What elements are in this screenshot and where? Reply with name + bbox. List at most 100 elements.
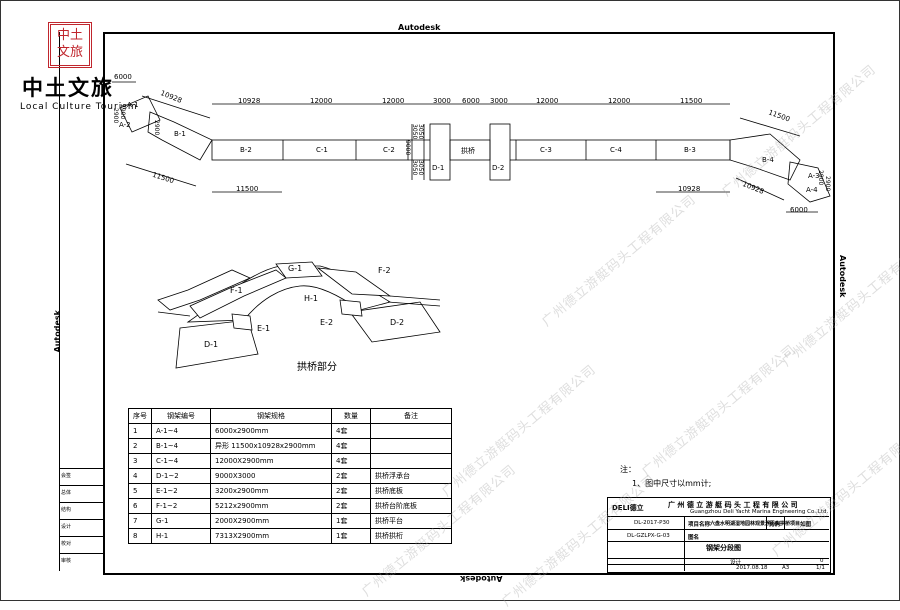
logo-subtitle: Local Culture Tourism bbox=[20, 102, 138, 112]
rev: 0 bbox=[820, 558, 824, 564]
side-row: 校对 bbox=[59, 536, 103, 554]
arch-label-f1: F-1 bbox=[230, 286, 243, 295]
dim-side-1: 2900 bbox=[119, 104, 126, 120]
table-cell bbox=[370, 423, 452, 439]
dim-side-2: 2900 bbox=[153, 120, 160, 136]
scale-value: 如图 bbox=[800, 522, 812, 528]
company-en: Guangzhou Deli Yacht Marina Engineering … bbox=[690, 509, 829, 515]
seg-c1: C-1 bbox=[316, 146, 328, 154]
dim-side-6: 3050 bbox=[411, 160, 418, 176]
dim-bottom-4: 6000 bbox=[790, 206, 808, 214]
arch-label-e2: E-2 bbox=[320, 318, 334, 327]
table-cell: 2套 bbox=[331, 483, 371, 499]
table-header: 钢架编号 bbox=[151, 408, 211, 424]
plan-shape-b1 bbox=[147, 111, 213, 161]
design-label: 设计 bbox=[730, 560, 742, 566]
side-label: 设计 bbox=[61, 524, 72, 530]
title-block-grid bbox=[607, 516, 829, 517]
dim-top-9: 12000 bbox=[608, 97, 631, 105]
table-cell: D-1~2 bbox=[151, 468, 211, 484]
seg-b1: B-1 bbox=[174, 130, 186, 138]
table-cell: B-1~4 bbox=[151, 438, 211, 454]
plan-walkway-left bbox=[211, 139, 409, 161]
dim-side-9: 2900 bbox=[824, 176, 831, 192]
seg-d1: D-1 bbox=[432, 164, 445, 172]
table-cell: 5212x2900mm bbox=[210, 498, 332, 514]
table-cell: E-1~2 bbox=[151, 483, 211, 499]
dim-top-6: 6000 bbox=[462, 97, 480, 105]
table-cell: 4套 bbox=[331, 453, 371, 469]
dim-bottom-2: 10928 bbox=[678, 185, 701, 193]
table-cell: A-1~4 bbox=[151, 423, 211, 439]
dim-top-2: 10928 bbox=[238, 97, 261, 105]
dim-side-5: 9000 bbox=[404, 140, 411, 156]
table-cell: 3200x2900mm bbox=[210, 483, 332, 499]
table-cell: 6 bbox=[128, 498, 152, 514]
dim-bottom-1: 11500 bbox=[236, 185, 259, 193]
arch-label-d2: D-2 bbox=[390, 318, 405, 327]
table-cell: 8 bbox=[128, 528, 152, 544]
logo-seal: 中土文旅 bbox=[48, 22, 92, 68]
table-cell: 1 bbox=[128, 423, 152, 439]
seg-d2: D-2 bbox=[492, 164, 505, 172]
table-cell: 2套 bbox=[331, 498, 371, 514]
arch-label-f2: F-2 bbox=[378, 266, 391, 275]
size: A3 bbox=[782, 565, 790, 571]
table-cell: G-1 bbox=[151, 513, 211, 529]
seg-a2: A-2 bbox=[119, 121, 131, 129]
frame-top-label: Autodesk bbox=[398, 23, 441, 32]
dim-top-4: 12000 bbox=[382, 97, 405, 105]
seg-b3: B-3 bbox=[684, 146, 696, 154]
arch-e2 bbox=[339, 299, 363, 317]
project-name: 六盘水明湖湿地园林观景浮码头拱桥项目 bbox=[710, 521, 801, 527]
dim-top-8: 12000 bbox=[536, 97, 559, 105]
side-label: 审核 bbox=[61, 558, 72, 564]
seg-arch: 拱桥 bbox=[461, 147, 475, 155]
date: 2017.08.18 bbox=[736, 565, 768, 571]
side-label: 会签 bbox=[61, 473, 72, 479]
table-cell: 拱桥拱桁 bbox=[370, 528, 452, 544]
dim-side-0: 2900 bbox=[112, 108, 119, 124]
side-row: 会签 bbox=[59, 468, 103, 486]
brand-logo: DELI德立 bbox=[612, 504, 644, 512]
side-row: 审核 bbox=[59, 553, 103, 571]
dim-top-5: 3000 bbox=[433, 97, 451, 105]
table-cell: 12000X2900mm bbox=[210, 453, 332, 469]
arch-label-h1: H-1 bbox=[304, 294, 318, 303]
seg-b4: B-4 bbox=[762, 156, 774, 164]
seg-a4: A-4 bbox=[806, 186, 818, 194]
seg-a3: A-3 bbox=[808, 172, 820, 180]
drawing-frame bbox=[103, 32, 835, 575]
seg-c3: C-3 bbox=[540, 146, 552, 154]
table-header-row: 序号 钢架编号 钢架规格 数量 备注 bbox=[128, 408, 452, 424]
title-block bbox=[607, 497, 831, 573]
table-cell: 3 bbox=[128, 453, 152, 469]
table-cell: 6000x2900mm bbox=[210, 423, 332, 439]
table-cell: 拱桥浮承台 bbox=[370, 468, 452, 484]
project-label: 项目名称 bbox=[688, 522, 711, 528]
table-header: 钢架规格 bbox=[210, 408, 332, 424]
table-cell: 拱桥底板 bbox=[370, 483, 452, 499]
dim-side-7: 3050 bbox=[417, 160, 424, 176]
dim-side-3: 3050 bbox=[411, 124, 418, 140]
arch-d1-pontoon bbox=[175, 319, 259, 369]
table-cell: H-1 bbox=[151, 528, 211, 544]
seg-b2: B-2 bbox=[240, 146, 252, 154]
plan-pontoon-d2 bbox=[489, 123, 511, 181]
notes-item: 1、图中尺寸以mm计; bbox=[632, 479, 712, 488]
table-cell: C-1~4 bbox=[151, 453, 211, 469]
table-cell: 拱桥平台 bbox=[370, 513, 452, 529]
frame-right-label: Autodesk bbox=[838, 255, 847, 298]
dim-top-10: 11500 bbox=[680, 97, 703, 105]
side-label: 校对 bbox=[61, 541, 72, 547]
table-cell: 4套 bbox=[331, 423, 371, 439]
arch-g1 bbox=[275, 261, 323, 279]
plan-shape-b4 bbox=[729, 133, 801, 181]
drawing-label: 图名 bbox=[688, 535, 700, 541]
